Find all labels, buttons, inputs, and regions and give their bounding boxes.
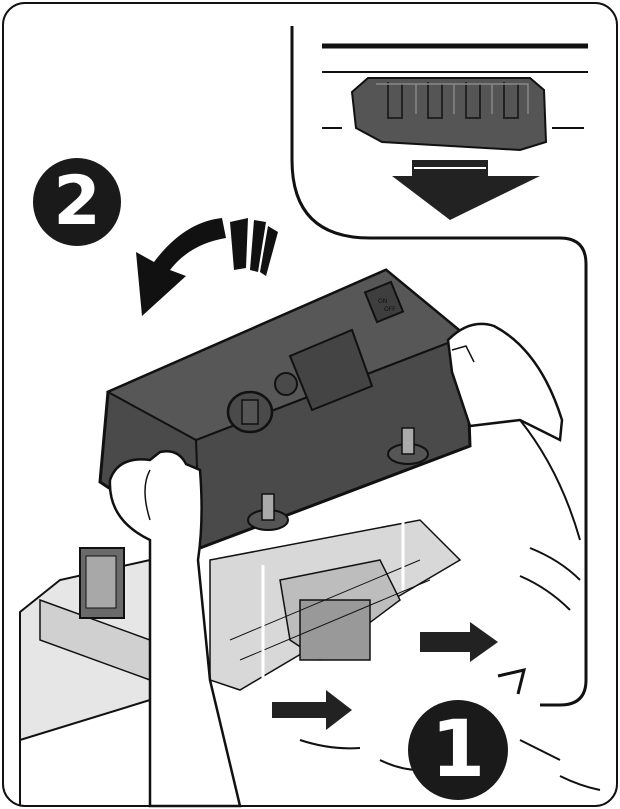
round-button [275,373,297,395]
step-1-badge: 1 [408,700,508,800]
step-1-number: 1 [431,711,485,789]
clip-part [352,78,546,150]
switch-off-label: OFF [384,306,396,313]
step-2-badge: 2 [33,158,121,246]
step-2-number: 2 [53,168,100,236]
switch-on-label: ON [378,298,387,305]
